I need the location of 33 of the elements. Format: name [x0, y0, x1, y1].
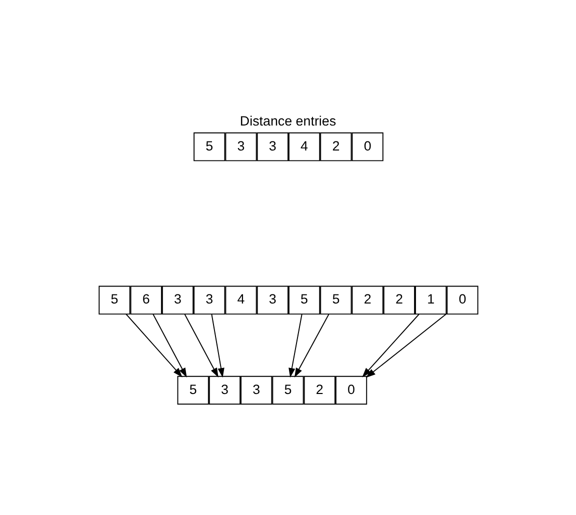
node-box: 5 — [272, 376, 304, 405]
node-box: 3 — [194, 286, 226, 315]
node-box: 3 — [208, 376, 241, 405]
node-box: 4 — [288, 132, 320, 162]
arrow — [126, 314, 182, 378]
arrow — [288, 314, 302, 378]
node-box: 3 — [256, 132, 288, 162]
diagram-title: Distance entries — [240, 113, 336, 128]
arrow — [366, 312, 448, 378]
node-box: 5 — [98, 286, 130, 315]
node-box: 4 — [225, 286, 257, 315]
arrow — [184, 314, 218, 378]
node-box: 2 — [304, 376, 336, 405]
node-box: 1 — [415, 286, 447, 315]
node-box: 2 — [352, 286, 384, 315]
node-box: 0 — [335, 376, 368, 405]
node-box: 3 — [225, 132, 257, 162]
node-box: 2 — [383, 286, 416, 315]
arrow — [211, 314, 224, 378]
node-box: 5 — [288, 286, 320, 315]
node-box: 2 — [320, 132, 352, 162]
node-box: 5 — [320, 286, 352, 315]
node-box: 5 — [177, 376, 209, 405]
node-box: 3 — [240, 376, 272, 405]
node-box: 5 — [194, 132, 226, 162]
arrow — [152, 314, 187, 378]
arrow — [294, 314, 330, 378]
node-box: 0 — [446, 286, 478, 315]
arrow — [362, 314, 420, 378]
node-box: 3 — [162, 286, 194, 315]
node-box: 6 — [130, 286, 162, 315]
node-box: 3 — [256, 286, 288, 315]
node-box: 0 — [352, 132, 384, 162]
